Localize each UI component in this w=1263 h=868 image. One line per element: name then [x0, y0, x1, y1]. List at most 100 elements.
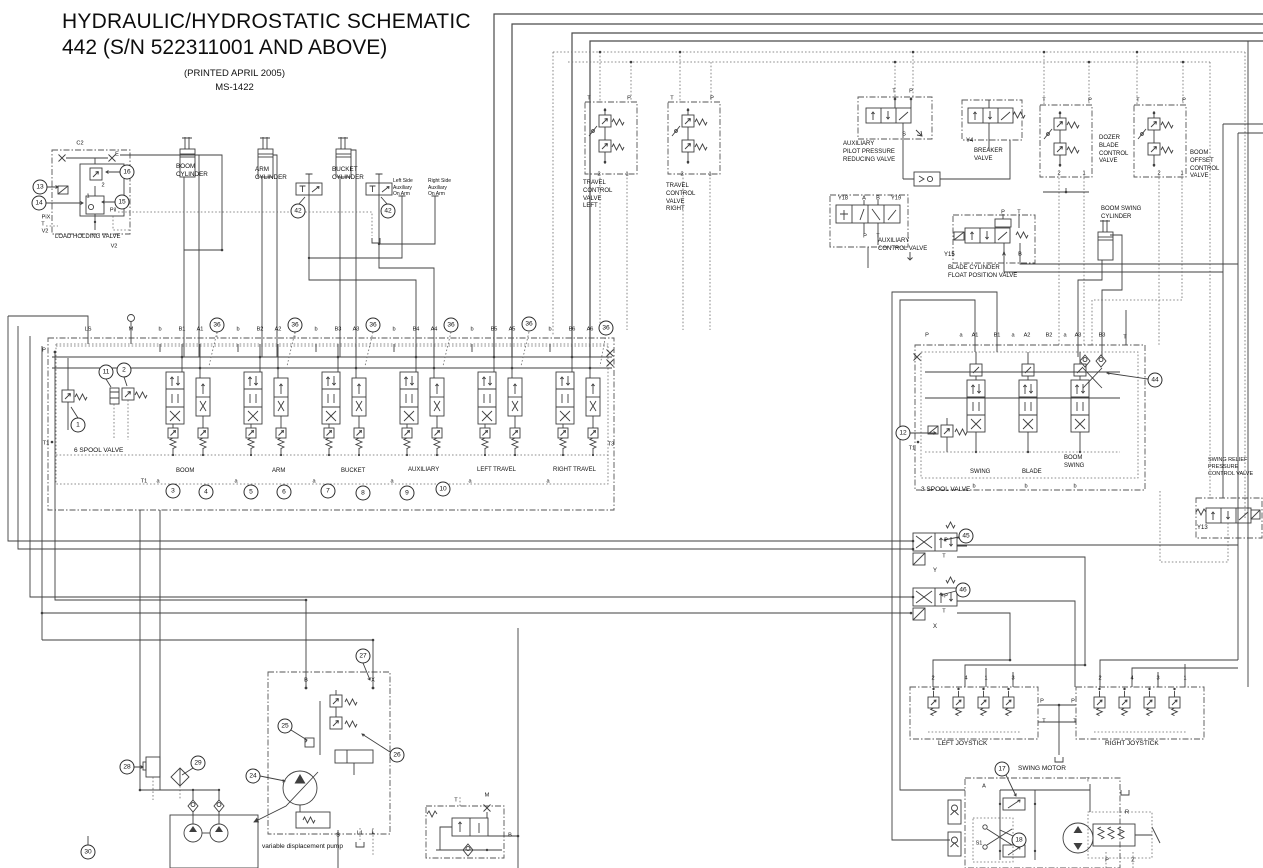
port-label-T1: T1	[140, 478, 148, 485]
port-label-T: T	[1017, 209, 1021, 216]
label-left-side-aux: Left Side Auxiliary On Arm	[393, 178, 413, 197]
callout-45: 45	[958, 528, 974, 544]
callout-36: 36	[287, 317, 303, 333]
port-label-M: M	[484, 792, 490, 799]
port-label-2: 2	[680, 171, 684, 178]
port-label-P: P	[1071, 698, 1075, 705]
port-label-a: a	[959, 332, 963, 339]
left-joystick-symbol	[910, 687, 1038, 739]
port-label-a: a	[1063, 332, 1067, 339]
port-label-3: 3	[1011, 675, 1015, 682]
label-section-blade: BLADE	[1022, 469, 1042, 475]
port-label-1: 1	[86, 193, 90, 200]
label-travel-cv-left: TRAVEL CONTROL VALVE LEFT	[583, 180, 613, 210]
label-y13: Y13	[1197, 525, 1208, 531]
callout-10: 10	[435, 481, 451, 497]
port-label-2: 2	[597, 171, 601, 178]
three-spool-valve-symbol	[891, 291, 1146, 841]
port-label-L1: L1	[356, 830, 364, 837]
port-label-P: P	[1001, 209, 1005, 216]
port-label-A1: A1	[196, 326, 204, 333]
blade-float-valve-symbol	[952, 188, 1238, 273]
callout-16: 16	[119, 164, 135, 180]
port-label-b: b	[236, 326, 240, 333]
port-label-B: B	[876, 195, 880, 202]
port-label-P: P	[925, 332, 929, 339]
label-boom-cylinder: BOOM CYLINDER	[176, 163, 208, 179]
port-label-C2: C2	[76, 140, 84, 147]
port-label-b: b	[314, 326, 318, 333]
port-label-A: A	[982, 783, 986, 790]
label-y4: Y4	[966, 138, 974, 144]
port-label-2: 2	[1098, 675, 1102, 682]
label-aux-control-valve: AUXILIARY CONTROL VALVE	[878, 238, 928, 252]
page-title-line2: 442 (S/N 522311001 AND ABOVE)	[62, 36, 388, 59]
port-label-b: b	[470, 326, 474, 333]
port-label-S1: S1	[975, 840, 983, 847]
callout-36: 36	[521, 316, 537, 332]
callout-14: 14	[31, 195, 47, 211]
port-label-2: 2	[931, 675, 935, 682]
pilot-bus-lines	[552, 50, 1246, 520]
swing-relief-cv-symbol	[1159, 490, 1263, 563]
port-label-A2: A2	[274, 326, 282, 333]
port-label-E: E	[115, 151, 119, 158]
label-section-swing: SWING	[970, 469, 991, 475]
port-label-b: b	[392, 326, 396, 333]
port-label-P: P	[863, 233, 867, 240]
port-label-T: T	[670, 95, 674, 102]
port-label-b: b	[548, 326, 552, 333]
callout-leader-lines	[46, 170, 1149, 846]
port-label-A4: A4	[430, 326, 438, 333]
port-label-T: T	[1042, 718, 1046, 725]
port-label-T: T	[942, 553, 946, 560]
port-label-P: P	[42, 347, 46, 354]
port-label-T1: T1	[908, 445, 916, 452]
port-label-Y19: Y19	[891, 195, 901, 202]
port-label-A5: A5	[508, 326, 516, 333]
six-spool-valve-symbol	[8, 314, 615, 511]
port-label-B3: B3	[334, 326, 342, 333]
port-label-V2: V2	[41, 228, 49, 235]
port-label-R: R	[1124, 809, 1130, 816]
port-label-1: 1	[1082, 170, 1086, 177]
port-label-a: a	[546, 478, 550, 485]
label-breaker-valve: BREAKER VALVE	[974, 148, 1003, 162]
port-label-T: T	[1123, 334, 1127, 341]
callout-8: 8	[355, 485, 371, 501]
swing-motor-symbol	[947, 777, 1161, 868]
port-label-b: b	[972, 483, 976, 490]
port-label-4: 4	[1130, 675, 1134, 682]
callout-17: 17	[994, 761, 1010, 777]
port-label-T: T	[1136, 97, 1140, 104]
port-label-A1: A1	[971, 332, 979, 339]
port-label-LS: LS	[84, 326, 92, 333]
label-left-joystick: LEFT JOYSTICK	[938, 740, 988, 747]
label-x-solenoid: X	[933, 624, 938, 630]
callout-36: 36	[209, 317, 225, 333]
right-joystick-symbol	[1076, 687, 1204, 739]
label-3-spool-valve: 3 SPOOL VALVE	[921, 486, 971, 493]
label-section-boom: BOOM	[176, 468, 195, 474]
port-label-T: T	[942, 608, 946, 615]
port-label-T: T	[876, 233, 880, 240]
travel-cv-right-symbol	[668, 102, 720, 174]
port-label-1: 1	[708, 171, 712, 178]
label-variable-displacement-pump: variable displacement pump	[262, 843, 343, 850]
port-label-B3: B3	[1098, 332, 1106, 339]
callout-11: 11	[98, 364, 114, 380]
port-label-a: a	[312, 478, 316, 485]
label-section-right-travel: RIGHT TRAVEL	[553, 467, 597, 473]
port-label-B1: B1	[178, 326, 186, 333]
joystick-lines	[932, 658, 1238, 763]
label-boom-offset-cv: BOOM OFFSET CONTROL VALVE	[1190, 150, 1220, 180]
port-label-a: a	[156, 478, 160, 485]
port-label-Pil: Pil	[109, 207, 117, 214]
port-label-a: a	[1011, 332, 1015, 339]
callout-36: 36	[443, 317, 459, 333]
port-label-P: P	[1088, 97, 1092, 104]
port-label-Y18: Y18	[838, 195, 848, 202]
callout-6: 6	[276, 484, 292, 500]
aux-arm-valves	[296, 174, 439, 357]
